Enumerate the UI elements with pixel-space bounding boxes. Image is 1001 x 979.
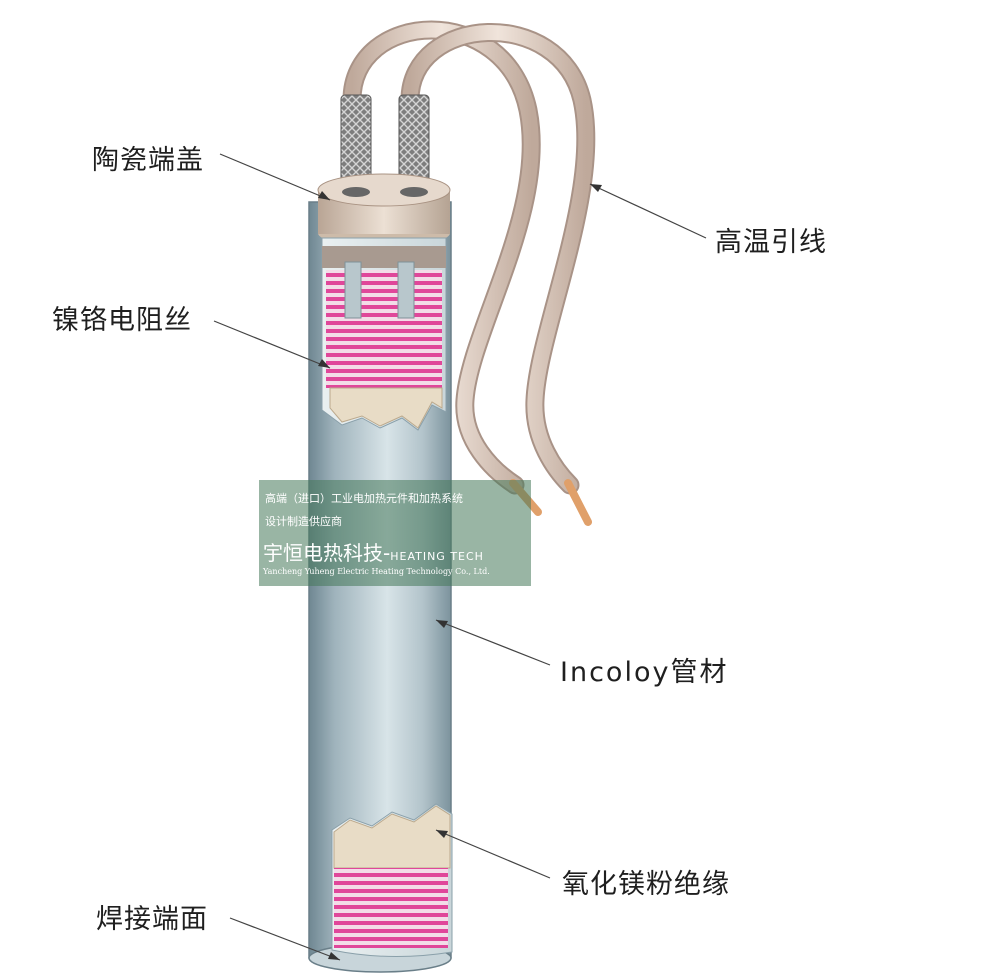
arrowhead-incoloy-tube xyxy=(436,620,448,628)
nichrome-coil-lower xyxy=(334,868,448,948)
cap-hole-right xyxy=(400,187,428,197)
cap-hole-left xyxy=(342,187,370,197)
arrowhead-ceramic-cap xyxy=(318,191,330,200)
leader-lead-wire xyxy=(589,183,707,239)
leader-nichrome-wire xyxy=(213,320,331,369)
watermark-company: Yancheng Yuheng Electric Heating Technol… xyxy=(263,567,490,576)
label-lead-wire: 高温引线 xyxy=(715,227,827,258)
lead-wire-left-highlight xyxy=(344,22,539,493)
label-incoloy-tube: Incoloy管材 xyxy=(560,657,729,688)
label-nichrome-wire: 镍铬电阻丝 xyxy=(52,305,192,336)
arrowhead-mgo xyxy=(436,830,448,838)
leader-welded-end xyxy=(229,917,341,961)
label-mgo-insulation: 氧化镁粉绝缘 xyxy=(562,869,730,900)
watermark-brand: 宇恒电热科技-HEATING TECH xyxy=(263,537,484,566)
ceramic-cap-top xyxy=(317,173,451,207)
label-welded-end: 焊接端面 xyxy=(96,904,208,935)
watermark-tagline: 高端（进口）工业电加热元件和加热系统 xyxy=(265,492,463,505)
arrowhead-welded-end xyxy=(328,952,340,960)
arrowhead-lead-wire xyxy=(590,184,602,192)
leader-ceramic-cap xyxy=(219,153,331,201)
lead-wire-right-copper xyxy=(564,479,592,526)
watermark-subtagline: 设计制造供应商 xyxy=(265,515,342,528)
lead-wire-right-highlight xyxy=(402,24,594,493)
leader-mgo xyxy=(435,829,551,879)
mgo-powder-upper xyxy=(329,387,443,429)
company-watermark: 高端（进口）工业电加热元件和加热系统 设计制造供应商 宇恒电热科技-HEATIN… xyxy=(259,480,531,586)
watermark-brand-en: HEATING TECH xyxy=(390,550,484,563)
leader-incoloy-tube xyxy=(435,619,551,666)
watermark-brand-cn: 宇恒电热科技- xyxy=(263,541,391,565)
nichrome-coil-upper xyxy=(326,270,442,388)
terminal-pin-left xyxy=(344,261,362,319)
upper-spacer-ring xyxy=(322,246,446,268)
terminal-pin-right xyxy=(397,261,415,319)
arrowhead-nichrome-wire xyxy=(318,359,330,368)
label-ceramic-cap: 陶瓷端盖 xyxy=(92,145,204,176)
